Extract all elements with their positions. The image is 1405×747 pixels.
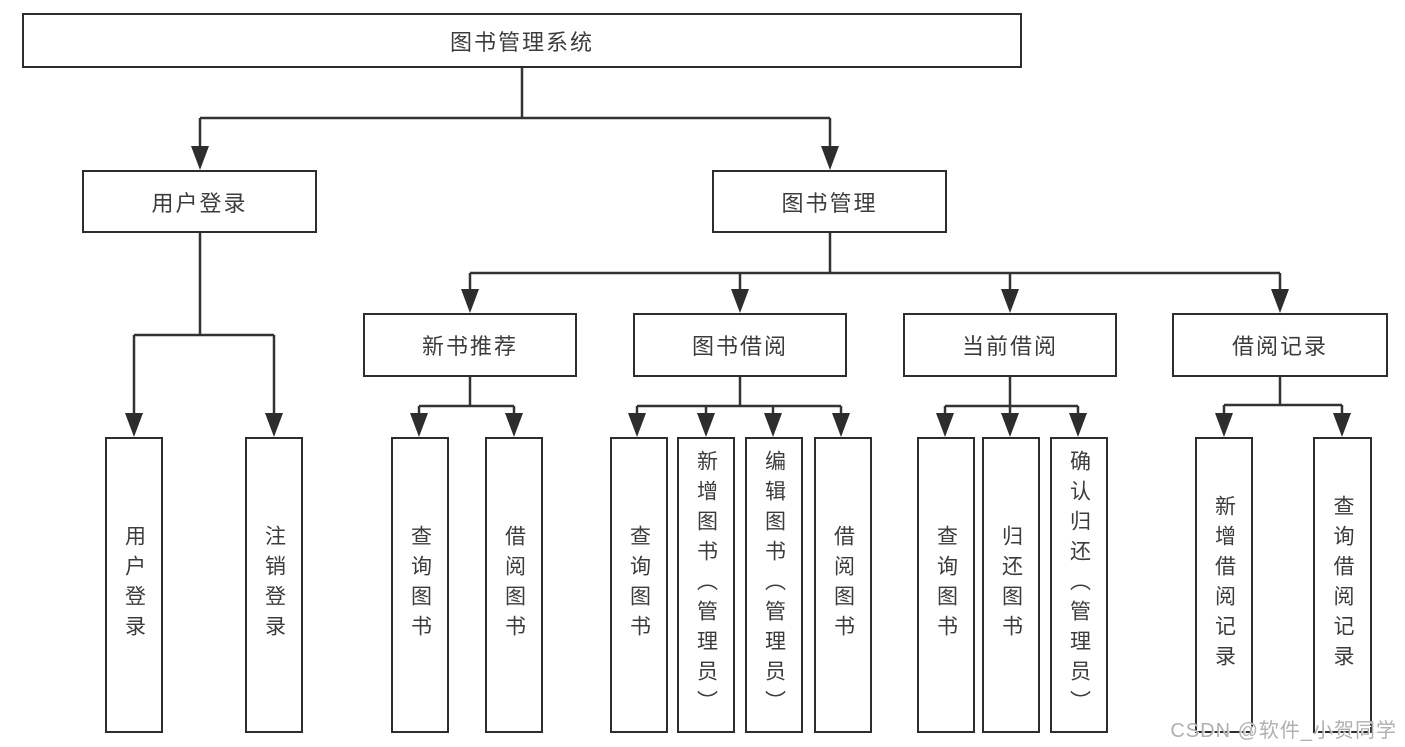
connector-root-split <box>198 68 832 150</box>
leaf-query-borrow-record: 查询借阅记录 <box>1313 437 1372 733</box>
leaf-borrow-query-book: 查询图书 <box>610 437 668 733</box>
arrowheads <box>125 146 1351 437</box>
leaf-return-book: 归还图书 <box>982 437 1040 733</box>
leaf-recommend-query-book: 查询图书 <box>391 437 449 733</box>
connector-current-borrow-split <box>943 377 1080 416</box>
node-book-borrow: 图书借阅 <box>633 313 847 377</box>
leaf-recommend-borrow-book: 借阅图书 <box>485 437 543 733</box>
node-new-book-recommend: 新书推荐 <box>363 313 577 377</box>
leaf-current-query-book: 查询图书 <box>917 437 975 733</box>
node-root: 图书管理系统 <box>22 13 1022 68</box>
connector-borrow-record-split <box>1222 377 1344 416</box>
leaf-confirm-return-admin: 确认归还（管理员） <box>1050 437 1108 733</box>
node-book-management: 图书管理 <box>712 170 947 233</box>
connector-book-mgmt-split <box>468 233 1282 292</box>
node-borrow-record: 借阅记录 <box>1172 313 1388 377</box>
leaf-add-borrow-record: 新增借阅记录 <box>1195 437 1253 733</box>
node-user-login: 用户登录 <box>82 170 317 233</box>
node-current-borrow: 当前借阅 <box>903 313 1117 377</box>
leaf-borrow-book: 借阅图书 <box>814 437 872 733</box>
leaf-add-book-admin: 新增图书（管理员） <box>677 437 735 733</box>
csdn-watermark: CSDN @软件_小贺同学 <box>1170 720 1397 742</box>
leaf-user-login: 用户登录 <box>105 437 163 733</box>
leaf-logout: 注销登录 <box>245 437 303 733</box>
connector-new-book-split <box>417 377 516 416</box>
connector-book-borrow-split <box>635 377 843 416</box>
leaf-edit-book-admin: 编辑图书（管理员） <box>745 437 803 733</box>
connector-user-login-split <box>132 233 276 416</box>
